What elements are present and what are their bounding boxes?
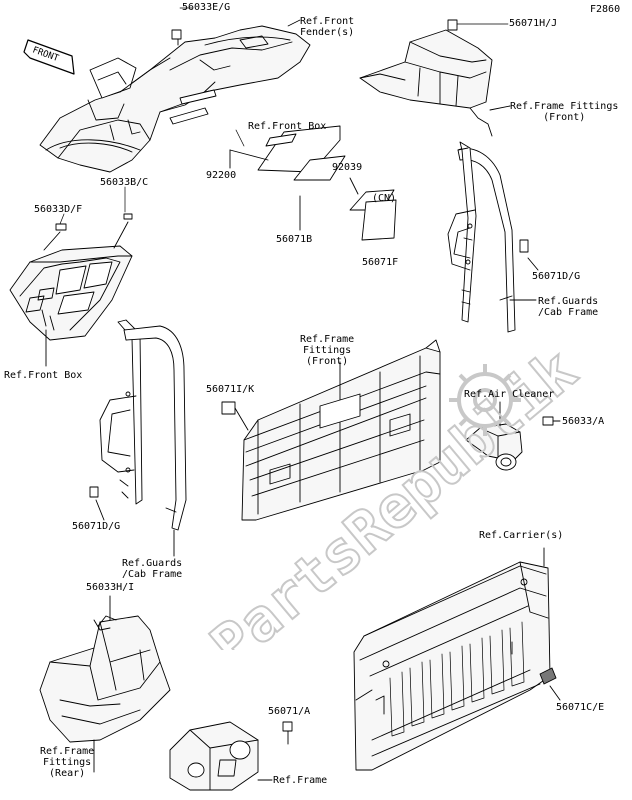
- front-box-dash: [9, 213, 133, 367]
- front-fender-assembly: [39, 25, 311, 173]
- label-56071HJ: 56071H/J: [509, 18, 558, 29]
- frame-fittings-front-right: [359, 19, 511, 137]
- decal-56033A: [542, 416, 554, 426]
- label-front-box-top: Ref.Front Box: [248, 121, 327, 132]
- label-frame-fittings-rear: Ref.Frame Fittings (Rear): [40, 746, 95, 779]
- label-guards-left: Ref.Guards /Cab Frame: [122, 558, 183, 580]
- carrier-bed: [353, 547, 561, 771]
- ref-frame-bracket: [169, 721, 293, 791]
- label-front-box-left: Ref.Front Box: [4, 370, 83, 381]
- label-56033HI: 56033H/I: [86, 582, 135, 593]
- label-guards-right: Ref.Guards /Cab Frame: [538, 296, 599, 318]
- label-air-cleaner: Ref.Air Cleaner: [464, 389, 555, 400]
- decal-56033EG: [171, 29, 182, 40]
- label-56071DG-left: 56071D/G: [72, 521, 121, 532]
- frame-fittings-front-centre: [221, 339, 441, 521]
- label-92039: 92039: [332, 162, 363, 173]
- label-56071A: 56071/A: [268, 706, 311, 717]
- label-frame-fittings-front-centre: Ref.Frame Fittings (Front): [300, 334, 355, 367]
- label-56033EG: 56033E/G: [182, 2, 231, 13]
- label-92200: 92200: [206, 170, 237, 181]
- label-56071F: 56071F: [362, 257, 399, 268]
- decal-56071DG-left: [89, 486, 99, 498]
- decal-56071CE: [539, 667, 557, 685]
- cab-frame-guard-right: [447, 141, 539, 333]
- label-ref-frame: Ref.Frame: [273, 775, 328, 786]
- leader-lines: [59, 7, 509, 225]
- decal-56071HJ: [447, 19, 458, 31]
- label-56033A: 56033/A: [562, 416, 605, 427]
- label-56071DG-right: 56071D/G: [532, 271, 581, 282]
- air-cleaner-part: [465, 401, 561, 471]
- cab-frame-guard-left: [89, 319, 187, 557]
- label-56033BC: 56033B/C: [100, 177, 149, 188]
- label-56071IK: 56071I/K: [206, 384, 255, 395]
- label-56071CE: 56071C/E: [556, 702, 605, 713]
- front-arrow-icon: FRONT: [23, 39, 75, 75]
- front-box-decals: [229, 125, 397, 241]
- label-56033DF: 56033D/F: [34, 204, 83, 215]
- label-front-fender: Ref.Front Fender(s): [300, 16, 355, 38]
- decal-56071DG-right: [519, 239, 529, 253]
- figure-code: F2860: [590, 4, 621, 15]
- frame-fittings-rear: [39, 595, 171, 773]
- decal-56033BC: [123, 213, 133, 220]
- label-cn: (CN): [372, 193, 397, 204]
- decal-56033DF: [55, 223, 67, 231]
- decal-56071A: [282, 721, 293, 732]
- label-56071B: 56071B: [276, 234, 313, 245]
- decal-56071IK: [221, 401, 236, 415]
- label-frame-fittings-front-right: Ref.Frame Fittings (Front): [510, 101, 619, 123]
- label-carriers: Ref.Carrier(s): [479, 530, 564, 541]
